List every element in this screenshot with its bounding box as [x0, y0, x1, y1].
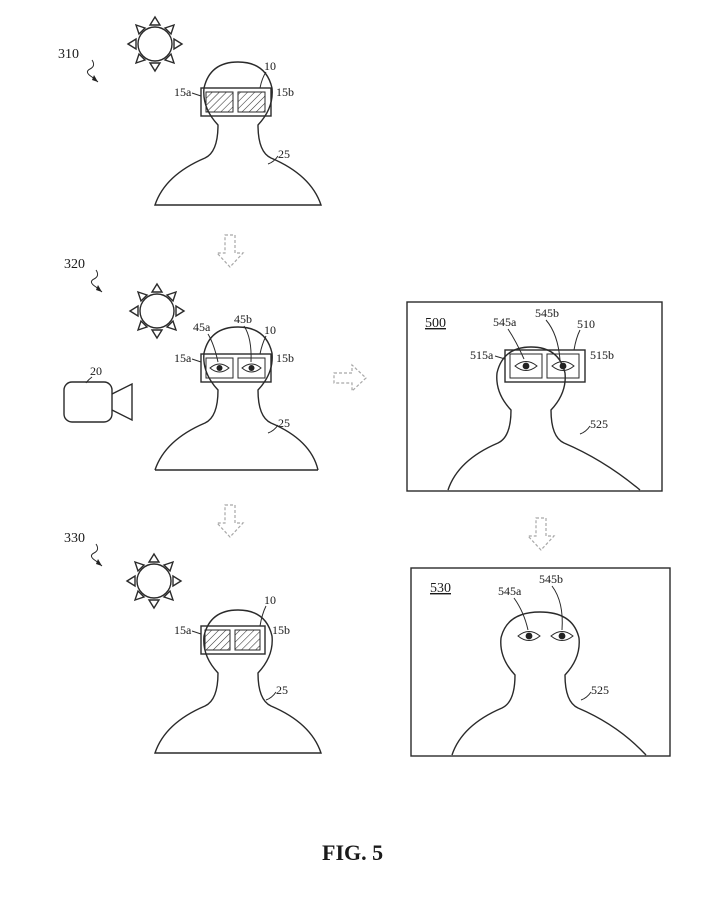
- step-310-arrowhead: [92, 75, 98, 82]
- eye-left-label: 545a: [493, 315, 517, 329]
- body-label: 25: [276, 683, 288, 697]
- left-lens-dimmed: [204, 629, 231, 651]
- smart-glasses: [200, 353, 272, 383]
- leader-line: [267, 155, 279, 165]
- leader-line: [507, 328, 525, 360]
- leader-line: [267, 424, 279, 434]
- frame-500: 500 545a 545b 510 515a 515b 525: [406, 301, 663, 492]
- right-eye-icon: [551, 361, 575, 371]
- leader-line: [259, 605, 267, 627]
- frame-530: 530 545a 545b 525: [410, 567, 671, 757]
- left-lens-clear: [205, 357, 234, 379]
- step-320-arrowhead: [96, 285, 102, 292]
- sun-icon: [126, 15, 184, 73]
- leader-line: [259, 335, 267, 355]
- frame-border: [410, 567, 671, 757]
- step-330-leader: [90, 543, 103, 567]
- glasses-left-label: 15a: [174, 623, 192, 637]
- step-330-arrowhead: [96, 559, 102, 566]
- head-silhouette: [154, 326, 319, 471]
- leader-line: [265, 691, 277, 701]
- head-silhouette: [154, 609, 322, 754]
- step-320-label: 320: [64, 257, 85, 272]
- body-label: 525: [591, 683, 609, 697]
- leader-line: [579, 425, 591, 435]
- smart-glasses: [200, 87, 272, 117]
- down-arrow: [526, 517, 556, 551]
- right-arrow: [333, 363, 367, 393]
- smart-glasses: [200, 625, 266, 655]
- left-eye-icon: [209, 363, 230, 373]
- leader-line: [545, 319, 561, 361]
- step-310: 310 15a 15b 10 25: [58, 15, 322, 206]
- camera-label: 20: [90, 364, 102, 378]
- figure-caption: FIG. 5: [322, 840, 383, 865]
- right-lens-dimmed: [234, 629, 261, 651]
- leader-line: [259, 71, 267, 89]
- body-label: 25: [278, 147, 290, 161]
- frame-530-label: 530: [430, 581, 451, 596]
- glasses-right-label: 15b: [272, 623, 290, 637]
- glasses-right-label: 15b: [276, 85, 294, 99]
- left-lens-clear: [509, 353, 543, 379]
- right-eye-icon: [550, 631, 574, 641]
- down-arrow: [215, 504, 245, 538]
- glasses-left-label: 15a: [174, 351, 192, 365]
- left-lens-dimmed: [205, 91, 234, 113]
- leader-line: [85, 376, 93, 384]
- camera-icon: [63, 381, 133, 423]
- step-330: 330 15a 15b 10 25: [64, 531, 322, 754]
- left-eye-icon: [517, 631, 541, 641]
- head-silhouette: [154, 61, 322, 206]
- head-silhouette: [451, 611, 647, 756]
- leader-line: [191, 630, 202, 635]
- step-320: 320 20 45a 4: [63, 257, 319, 471]
- device-label: 10: [264, 593, 276, 607]
- frame-500-label: 500: [425, 316, 446, 331]
- step-310-label: 310: [58, 47, 79, 62]
- eye-right-label: 545b: [535, 306, 559, 320]
- eye-right-label: 45b: [234, 312, 252, 326]
- step-330-label: 330: [64, 531, 85, 546]
- head-silhouette: [447, 346, 641, 491]
- right-lens-dimmed: [237, 91, 266, 113]
- leader-line: [243, 325, 252, 363]
- leader-line: [207, 333, 219, 363]
- left-eye-icon: [514, 361, 538, 371]
- frame-border: [406, 301, 663, 492]
- right-eye-icon: [241, 363, 262, 373]
- leader-line: [513, 597, 529, 631]
- eye-left-label: 545a: [498, 584, 522, 598]
- device-label: 10: [264, 323, 276, 337]
- right-lens-clear: [546, 353, 580, 379]
- step-320-leader: [90, 269, 103, 293]
- leader-line: [191, 92, 202, 97]
- leader-line: [494, 355, 506, 360]
- glasses-left-label: 515a: [470, 348, 494, 362]
- sun-icon: [128, 282, 186, 340]
- sun-icon: [125, 552, 183, 610]
- device-label: 510: [577, 317, 595, 331]
- glasses-right-label: 515b: [590, 348, 614, 362]
- device-label: 10: [264, 59, 276, 73]
- leader-line: [573, 329, 581, 351]
- eye-left-label: 45a: [193, 320, 211, 334]
- eye-right-label: 545b: [539, 572, 563, 586]
- down-arrow: [215, 234, 245, 268]
- glasses-right-label: 15b: [276, 351, 294, 365]
- body-label: 525: [590, 417, 608, 431]
- step-310-leader: [86, 59, 99, 83]
- glasses-left-label: 15a: [174, 85, 192, 99]
- leader-line: [580, 691, 592, 701]
- smart-glasses: [504, 349, 586, 383]
- leader-line: [551, 585, 563, 631]
- body-label: 25: [278, 416, 290, 430]
- leader-line: [191, 358, 202, 363]
